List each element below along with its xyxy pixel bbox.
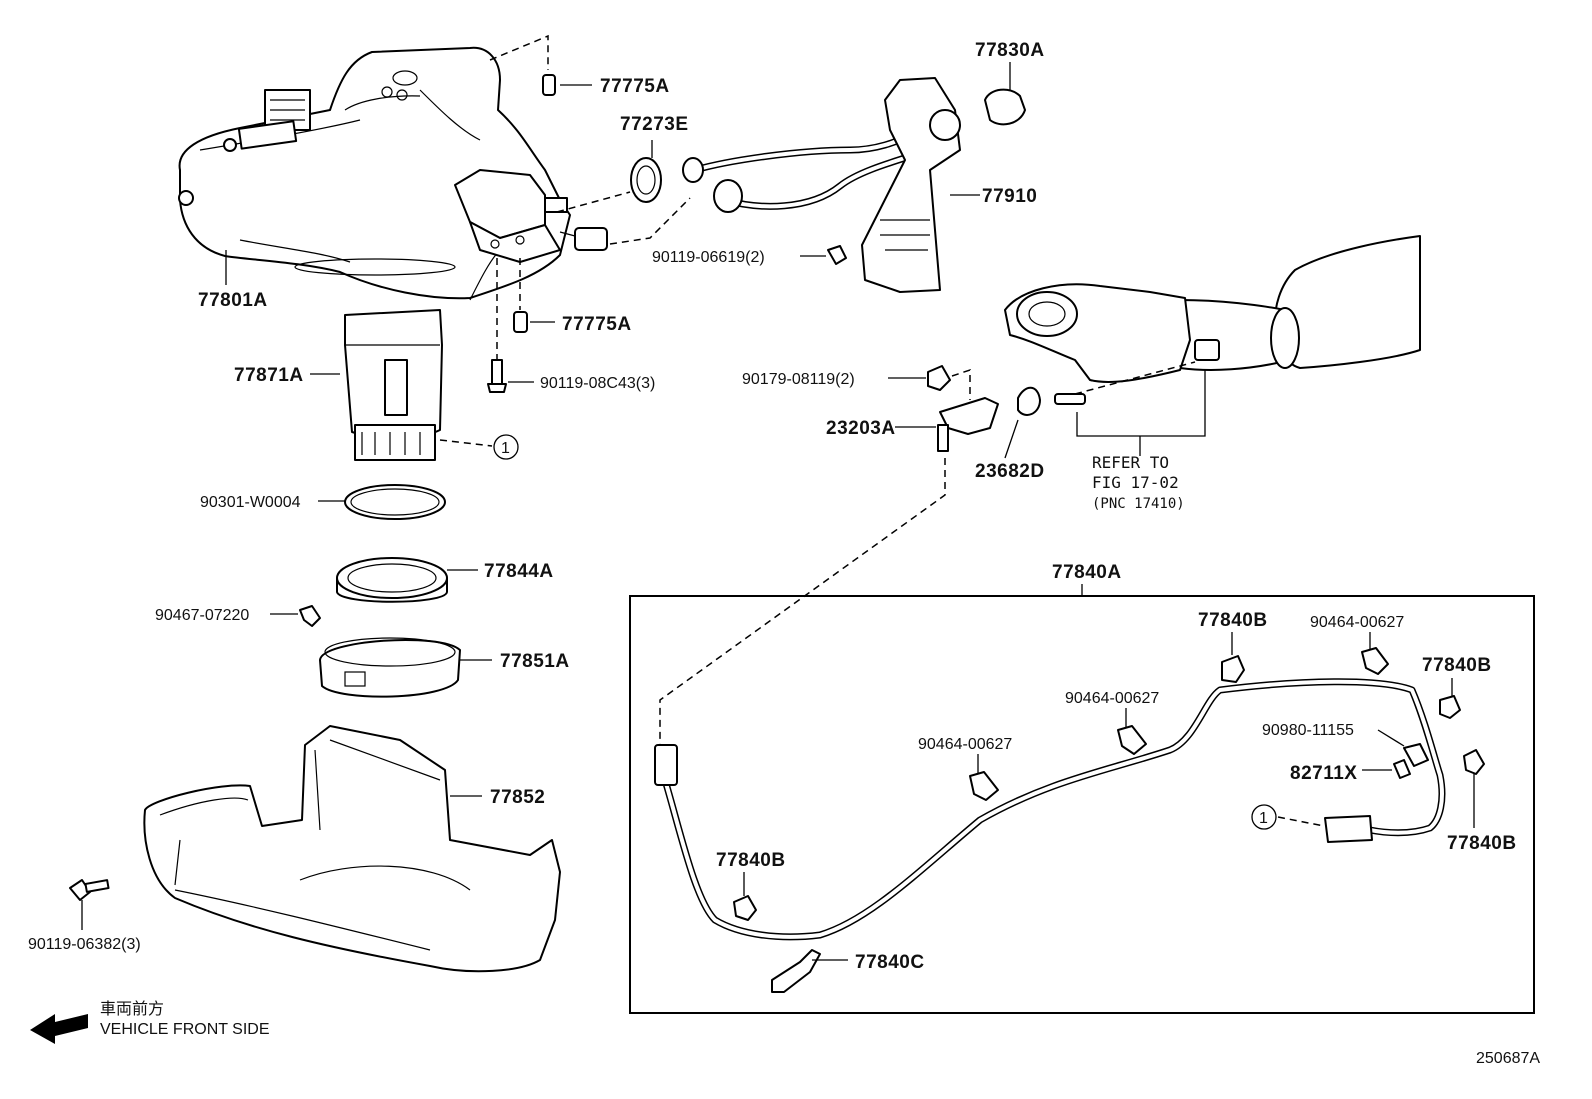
label-77910: 77910 bbox=[982, 186, 1037, 207]
label-90464-00627-1: 90464-00627 bbox=[1310, 614, 1404, 631]
guide-line bbox=[489, 34, 549, 70]
protector-77852 bbox=[143, 725, 561, 973]
label-77775A-top: 77775A bbox=[600, 76, 670, 97]
bolt-90119-08C43 bbox=[487, 359, 534, 393]
gasket-23682D bbox=[1004, 386, 1041, 459]
direction-jp: 車両前方 bbox=[100, 1000, 164, 1018]
label-77801A: 77801A bbox=[198, 290, 268, 311]
direction-en: VEHICLE FRONT SIDE bbox=[100, 1021, 270, 1038]
label-77840A: 77840A bbox=[1052, 562, 1122, 583]
pin-77775A-top bbox=[542, 74, 592, 96]
callout-number: 1 bbox=[501, 440, 510, 457]
label-77851A: 77851A bbox=[500, 651, 570, 672]
clip-90464-00627-3 bbox=[969, 754, 999, 801]
label-90464-00627-2: 90464-00627 bbox=[1065, 690, 1159, 707]
label-77840B-1: 77840B bbox=[1198, 610, 1268, 631]
grommet-77273E bbox=[630, 140, 662, 203]
label-77273E: 77273E bbox=[620, 114, 689, 135]
label-90179-08119: 90179-08119(2) bbox=[742, 371, 855, 388]
clip-90464-00627-2 bbox=[1117, 708, 1147, 755]
clip-90464-00627-1 bbox=[1361, 632, 1389, 675]
nut-90179-08119 bbox=[888, 365, 951, 391]
front-direction-arrow-icon bbox=[30, 1014, 88, 1044]
cap-77830A bbox=[984, 62, 1026, 126]
clamp-77840B-2 bbox=[1439, 678, 1461, 719]
refer-line-1: REFER TO bbox=[1092, 453, 1169, 472]
label-23682D: 23682D bbox=[975, 461, 1045, 482]
label-23203A: 23203A bbox=[826, 418, 896, 439]
refer-line-3: (PNC 17410) bbox=[1092, 496, 1185, 512]
gasket-90301-W0004 bbox=[318, 484, 446, 520]
sensor-23203A bbox=[895, 397, 999, 452]
wire-harness-77840A bbox=[654, 678, 1446, 941]
label-77830A: 77830A bbox=[975, 40, 1045, 61]
label-90301-W0004: 90301-W0004 bbox=[200, 494, 301, 511]
fuel-pump-77871A bbox=[310, 309, 493, 461]
label-77844A: 77844A bbox=[484, 561, 554, 582]
clamp-77840B-4 bbox=[733, 872, 757, 921]
fuel-tank-drawing bbox=[178, 46, 608, 301]
bracket-77840C bbox=[771, 949, 848, 993]
exhaust-pipe-drawing bbox=[1004, 235, 1421, 383]
label-77840C: 77840C bbox=[855, 952, 925, 973]
protector-77851A bbox=[319, 637, 492, 698]
figure-id: 250687A bbox=[1476, 1050, 1540, 1067]
refer-bracket bbox=[1076, 370, 1206, 437]
guide-line bbox=[659, 458, 946, 745]
label-77871A: 77871A bbox=[234, 365, 304, 386]
guide-line bbox=[1277, 816, 1325, 827]
guide-line bbox=[951, 368, 971, 400]
refer-line-2: FIG 17-02 bbox=[1092, 473, 1179, 492]
label-77852: 77852 bbox=[490, 787, 545, 808]
filler-tube-77910 bbox=[682, 77, 980, 293]
harness-box bbox=[629, 595, 1535, 1014]
callout-number-harness: 1 bbox=[1259, 810, 1268, 827]
label-77840B-3: 77840B bbox=[1447, 833, 1517, 854]
connector-90980-11155 bbox=[1377, 729, 1429, 767]
label-90119-06382: 90119-06382(3) bbox=[28, 936, 141, 953]
ring-77844A bbox=[336, 557, 478, 603]
label-77840B-2: 77840B bbox=[1422, 655, 1492, 676]
callout-circle-harness bbox=[1251, 804, 1277, 830]
label-90467-07220: 90467-07220 bbox=[155, 607, 249, 624]
label-90464-00627-3: 90464-00627 bbox=[918, 736, 1012, 753]
guide-line bbox=[556, 191, 631, 213]
label-90119-08C43: 90119-08C43(3) bbox=[540, 375, 655, 392]
clamp-77840B-3 bbox=[1463, 749, 1485, 828]
guide-line bbox=[609, 197, 691, 245]
clamp-77840B-1 bbox=[1221, 632, 1245, 683]
label-77840B-4: 77840B bbox=[716, 850, 786, 871]
label-77775A-low: 77775A bbox=[562, 314, 632, 335]
label-90119-06619: 90119-06619(2) bbox=[652, 249, 765, 266]
bolt-90119-06382 bbox=[69, 879, 110, 930]
label-82711X: 82711X bbox=[1290, 763, 1357, 784]
stud-bolt bbox=[1054, 393, 1086, 405]
pin-77775A-low bbox=[513, 311, 555, 333]
bolt-90119-06619 bbox=[800, 245, 847, 265]
clip-90467-07220 bbox=[270, 605, 321, 627]
terminal-82711X bbox=[1362, 759, 1411, 779]
guide-line bbox=[1074, 361, 1196, 395]
label-90980-11155: 90980-11155 bbox=[1262, 722, 1354, 739]
callout-circle bbox=[493, 434, 519, 460]
